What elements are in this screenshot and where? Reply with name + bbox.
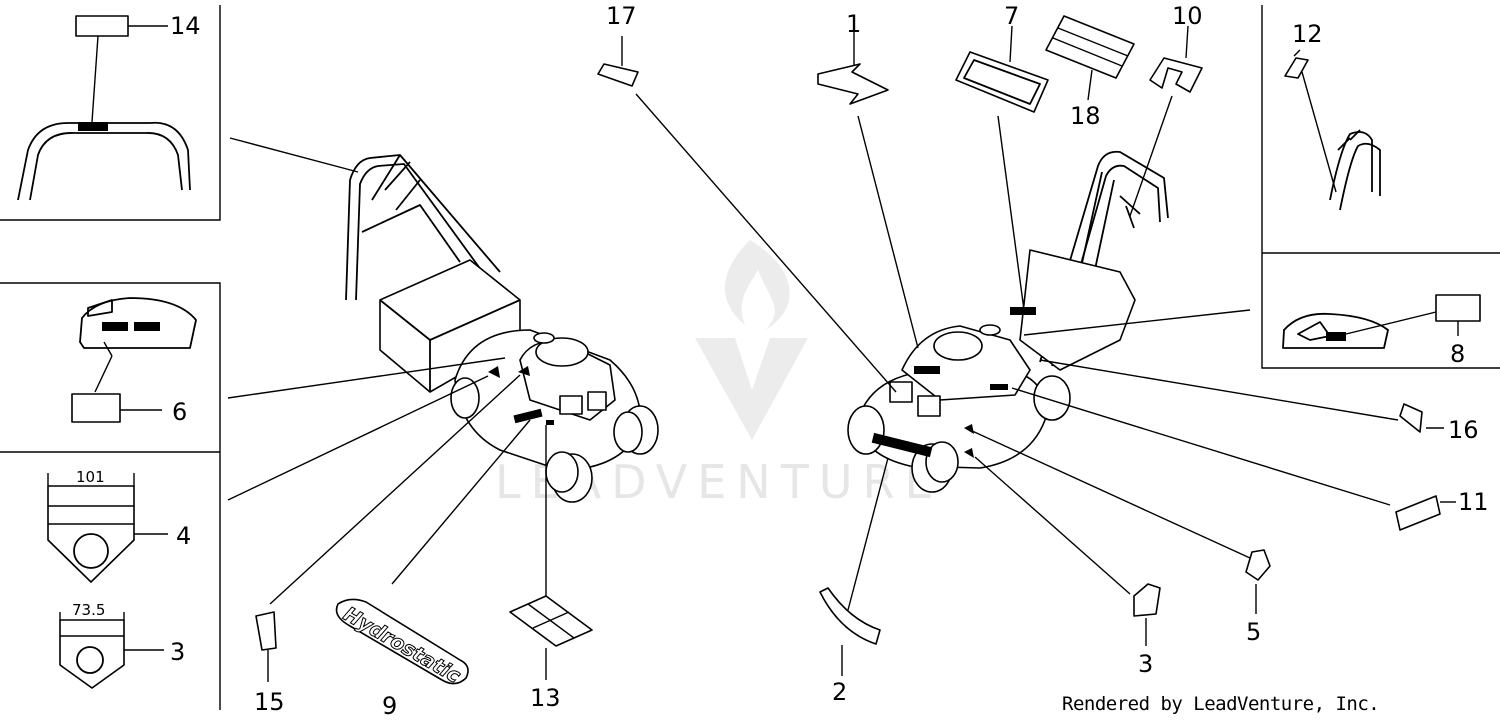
decal-1 bbox=[817, 63, 889, 105]
decal-11 bbox=[1395, 495, 1441, 531]
callout-7: 7 bbox=[1004, 2, 1019, 30]
decal-7 bbox=[955, 51, 1049, 113]
callout-12: 12 bbox=[1292, 20, 1323, 48]
decal-3-large bbox=[1133, 583, 1161, 617]
callout-1: 1 bbox=[846, 10, 861, 38]
callout-5: 5 bbox=[1246, 618, 1261, 646]
flame-logo-icon bbox=[724, 240, 790, 330]
decal-9-hydrostatic: Hydrostatic bbox=[335, 598, 469, 688]
callout-15: 15 bbox=[254, 688, 285, 716]
callout-6: 6 bbox=[172, 398, 187, 426]
callout-2: 2 bbox=[832, 678, 847, 706]
right-handle-inset bbox=[1284, 57, 1381, 211]
callout-9: 9 bbox=[382, 692, 397, 720]
decal-4 bbox=[47, 473, 168, 583]
callout-14: 14 bbox=[170, 12, 201, 40]
decal-3-small bbox=[59, 612, 164, 689]
callout-3-right: 3 bbox=[1138, 650, 1153, 678]
decal-17 bbox=[597, 63, 639, 87]
callout-10: 10 bbox=[1172, 2, 1203, 30]
decal-2 bbox=[819, 587, 881, 645]
v-logo-icon bbox=[695, 338, 808, 440]
callout-11: 11 bbox=[1458, 488, 1489, 516]
callout-18: 18 bbox=[1070, 102, 1101, 130]
credit-text: Rendered by LeadVenture, Inc. bbox=[1062, 693, 1380, 715]
decal-18 bbox=[1045, 15, 1135, 79]
callout-8: 8 bbox=[1450, 340, 1465, 368]
decal-10 bbox=[1149, 57, 1203, 93]
handle-inset bbox=[17, 15, 191, 201]
decal-3-value: 73.5 bbox=[72, 601, 105, 619]
engine-inset-8 bbox=[1282, 294, 1481, 349]
callout-3-left: 3 bbox=[170, 638, 185, 666]
callout-4: 4 bbox=[176, 522, 191, 550]
right-mower bbox=[847, 150, 1169, 493]
decal-4-value: 101 bbox=[76, 468, 105, 486]
callout-13: 13 bbox=[530, 684, 561, 712]
engine-cover-inset bbox=[71, 297, 197, 423]
callout-labels: 14 6 4 3 15 9 13 17 1 7 18 10 12 8 16 11… bbox=[72, 2, 1489, 720]
hydrostatic-label: Hydrostatic bbox=[340, 602, 466, 688]
leader-lines bbox=[227, 25, 1456, 682]
decal-15 bbox=[255, 611, 277, 651]
panel-frames bbox=[0, 5, 1500, 710]
decal-16 bbox=[1399, 403, 1423, 433]
left-mower bbox=[345, 154, 659, 503]
decal-13 bbox=[509, 595, 593, 647]
callout-17: 17 bbox=[606, 2, 637, 30]
callout-16: 16 bbox=[1448, 416, 1479, 444]
decal-5 bbox=[1245, 549, 1271, 581]
